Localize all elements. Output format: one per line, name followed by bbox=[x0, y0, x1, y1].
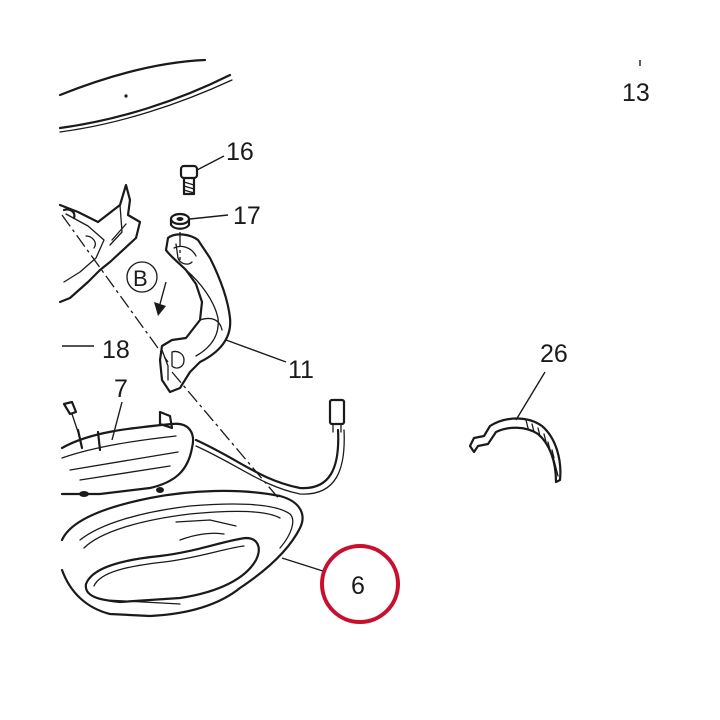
callout-17: 17 bbox=[233, 202, 261, 230]
callout-16: 16 bbox=[226, 138, 254, 166]
mounting-bracket-part bbox=[58, 183, 142, 304]
view-b-label: B bbox=[133, 266, 148, 291]
upper-panel-part bbox=[58, 58, 233, 133]
callout-18: 18 bbox=[102, 336, 130, 364]
leader-lines bbox=[62, 60, 641, 573]
callout-13: 13 bbox=[622, 79, 650, 107]
bolt-16-part bbox=[179, 164, 199, 196]
callout-6: 6 bbox=[351, 572, 365, 600]
highlight-circle bbox=[320, 544, 400, 624]
light-housing-7-part bbox=[60, 400, 195, 497]
callout-26: 26 bbox=[540, 340, 568, 368]
clip-26-part bbox=[468, 417, 562, 484]
lens-6-part bbox=[60, 489, 304, 618]
washer-17-part bbox=[169, 212, 191, 230]
callout-7: 7 bbox=[114, 375, 128, 403]
bracket-11-part bbox=[158, 233, 232, 394]
view-b-marker bbox=[126, 261, 167, 316]
assembly-centerline bbox=[61, 214, 281, 501]
callout-11: 11 bbox=[288, 356, 314, 384]
wire-harness-part bbox=[194, 398, 346, 495]
